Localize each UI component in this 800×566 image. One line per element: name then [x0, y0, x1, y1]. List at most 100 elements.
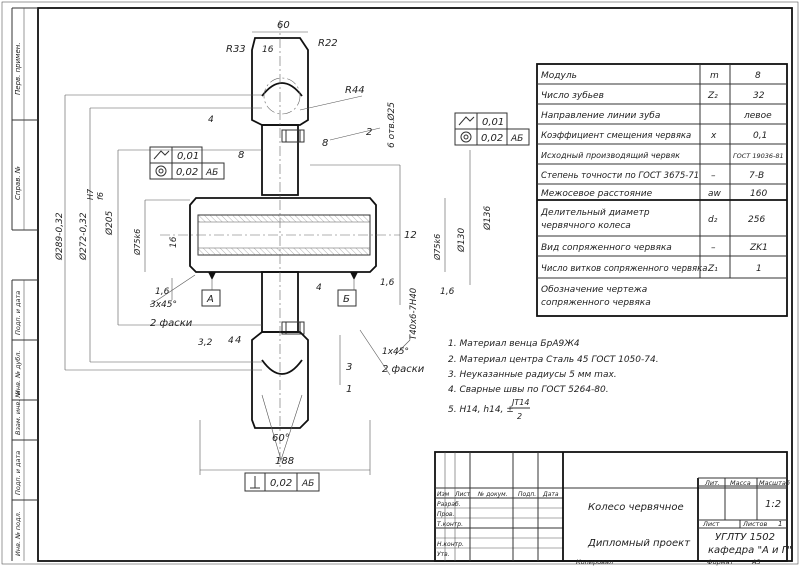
tol-top-flat: 0,01	[482, 117, 504, 128]
callout-3: 3	[346, 362, 352, 373]
tol-mid-runout-ref: АБ	[205, 168, 218, 178]
dim-r16b: 1,6	[155, 287, 170, 297]
stamp-sprav: Справ. №	[14, 166, 22, 200]
tolerance-frame-mid: 0,01 0,02 АБ	[149, 146, 225, 180]
dim-r16c: 1,6	[380, 278, 395, 288]
callout-2: 2	[366, 127, 372, 138]
param-val-0: 8	[755, 71, 761, 81]
dim-width-top: 60	[277, 20, 290, 31]
dim-chamfer-left-note: 2 фаски	[150, 318, 193, 329]
dim-chamfer-right: 1x45°	[382, 347, 409, 357]
dim-val8: 8	[238, 150, 244, 161]
tb-list: Лист	[454, 491, 471, 498]
dim-r16a: 16	[169, 236, 179, 248]
param-name-5: Степень точности по ГОСТ 3675-71	[541, 171, 699, 181]
dim-fit-h7: H7	[86, 188, 95, 200]
note-5-den: 2	[517, 412, 522, 421]
param-val-9: 1	[756, 264, 762, 274]
datum-a-label: А	[206, 294, 214, 305]
callout-4: 4	[235, 335, 241, 346]
param-val-3: 0,1	[753, 131, 767, 141]
dim-chamfer-left: 3x45°	[150, 300, 177, 310]
tb-scale-value: 1:2	[765, 499, 781, 510]
param-sym-7: d₂	[708, 215, 718, 225]
param-name-9: Число витков сопряженного червяка	[541, 264, 708, 274]
tol-mid-runout: 0,02	[176, 167, 198, 178]
param-sym-9: Z₁	[707, 264, 718, 274]
tb-title: Колесо червячное	[588, 502, 684, 513]
tb-org-line1: УГЛТУ 1502	[715, 532, 775, 543]
side-stamp: Перв. примен. Справ. № Подп. и дата Инв.…	[11, 7, 38, 561]
param-val-8: ZK1	[749, 243, 768, 253]
tol-mid-flat: 0,01	[177, 151, 199, 162]
tb-data: Дата	[542, 491, 559, 498]
note-5-num: JT14	[510, 398, 529, 407]
dim-r44: R44	[345, 85, 365, 96]
param-name-0: Модуль	[541, 71, 577, 81]
dim-d205: Ø205	[104, 210, 115, 236]
tb-prov: Пров.	[437, 511, 455, 518]
tb-scale-label: Масштаб	[759, 479, 790, 487]
param-name-7a: Делительный диаметр	[540, 208, 650, 218]
dim-d272: Ø272-0,32	[78, 212, 89, 261]
note-2: 2. Материал центра Сталь 45 ГОСТ 1050-74…	[448, 355, 659, 365]
dim-r12: 12	[404, 230, 417, 241]
param-name-6: Межосевое расстояние	[541, 189, 653, 199]
callout-1: 1	[346, 384, 352, 395]
tb-ndoc: № докум.	[477, 491, 508, 498]
tb-copied: Копировал	[576, 558, 613, 566]
technical-notes: 1. Материал венца БрА9Ж4 2. Материал цен…	[448, 339, 659, 421]
tol-top-runout-ref: АБ	[510, 134, 523, 144]
dim-r16d: 1,6	[440, 287, 455, 297]
tb-tkontr: Т.контр.	[437, 521, 463, 528]
param-sym-0: m	[710, 71, 719, 81]
tb-izm: Изм	[437, 491, 450, 498]
dim-d130: Ø130	[456, 227, 467, 253]
note-3: 3. Неуказанные радиусы 5 мм max.	[448, 370, 617, 380]
note-5: 5. H14, h14, ±	[448, 405, 514, 415]
tb-sheets-value: 1	[778, 520, 782, 528]
stamp-inv-dubl: Инв. № дубл.	[14, 351, 22, 395]
dim-r33: R33	[226, 44, 246, 55]
tb-nkontr: Н.контр.	[437, 541, 464, 548]
dim-d75k6: Ø75k6	[132, 229, 142, 256]
drawing-frame	[37, 7, 793, 562]
datum-b: Б	[337, 280, 357, 307]
tb-format-value: А3	[751, 558, 761, 566]
dim-t40: T40x6-7H40	[409, 288, 419, 340]
tb-sheet-label: Лист	[702, 520, 720, 528]
stamp-vzam-inv: Взам. инв. №	[14, 391, 22, 435]
stamp-podp-data1: Подп. и дата	[14, 291, 22, 335]
param-val-2: левое	[743, 111, 772, 121]
tolerance-frame-top: 0,01 0,02 АБ	[454, 112, 530, 146]
param-sym-6: aw	[708, 189, 722, 199]
datum-a: А	[201, 280, 221, 307]
dimension-lines	[64, 31, 471, 475]
param-val-5: 7-В	[749, 171, 764, 181]
tol-top-runout: 0,02	[481, 133, 503, 144]
wheel-section	[160, 20, 400, 470]
param-sym-3: x	[710, 131, 717, 141]
param-sym-1: Z₂	[707, 91, 718, 101]
dim-val8b: 8	[322, 138, 328, 149]
dim-r22: R22	[318, 38, 338, 49]
param-name-1: Число зубьев	[541, 91, 604, 101]
tb-project: Дипломный проект	[587, 538, 691, 549]
tb-utv: Утв.	[437, 551, 450, 558]
dim-holes6: 6 отв.Ø25	[386, 102, 397, 148]
tb-sheets-label: Листов	[742, 520, 767, 528]
param-name-7b: червячного колеса	[541, 221, 631, 231]
tb-lit-label: Лит.	[704, 479, 720, 487]
tb-format: Формат	[707, 558, 734, 566]
tol-bottom-value: 0,02	[270, 478, 292, 489]
dim-val4b: 4	[316, 283, 322, 293]
dimension-texts: 60 R33 R22 16 R44 6 отв.Ø25 Ø289-0,32 Ø2…	[54, 20, 493, 467]
dim-angle16: 16	[262, 45, 274, 55]
tol-bottom-ref: АБ	[301, 479, 314, 489]
dim-val4: 4	[208, 115, 214, 125]
tb-mass-label: Масса	[730, 479, 751, 487]
params-table: Модуль m 8 Число зубьев Z₂ 32 Направлени…	[536, 63, 788, 317]
param-val-6: 160	[750, 189, 767, 199]
param-name-10a: Обозначение чертежа	[541, 285, 647, 295]
note-1: 1. Материал венца БрА9Ж4	[448, 339, 580, 349]
